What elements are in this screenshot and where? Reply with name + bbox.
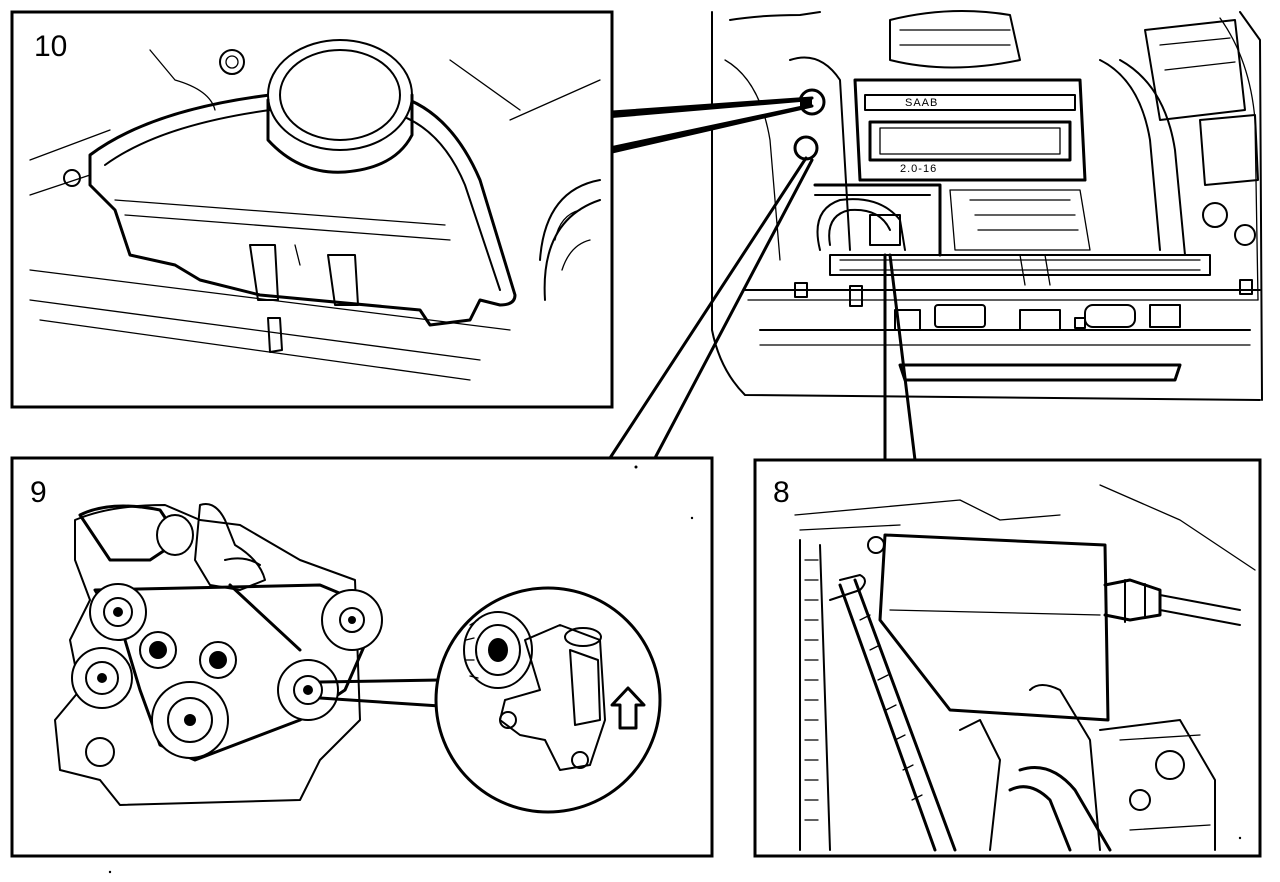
panel-10-expansion-tank: 10 <box>10 10 614 409</box>
engine-bay-overview: SAAB 2.0-16 <box>711 10 1263 401</box>
panel-8-radiator-detail: 8 <box>753 458 1262 858</box>
alternator-pulley <box>89 583 147 641</box>
power-steering-pulley <box>71 647 133 709</box>
scan-specks <box>108 465 1242 874</box>
tank-cap-lower <box>793 135 819 161</box>
panel-10-number: 10 <box>34 30 67 63</box>
ac-compressor-pulley <box>277 659 339 721</box>
panel-9-belt-tensioner: 9 <box>10 456 714 858</box>
water-pump-pulley <box>321 589 383 651</box>
tensioner-detail-magnifier <box>434 586 662 814</box>
panel-9-number: 9 <box>30 476 47 509</box>
engine-marking: 2.0-16 <box>900 163 937 175</box>
brand-marking: SAAB <box>905 97 938 109</box>
idler-pulley <box>139 631 177 669</box>
tensioner-pulley <box>199 641 237 679</box>
callout-leaders <box>608 96 917 462</box>
panel-8-number: 8 <box>773 476 790 509</box>
crank-pulley <box>151 681 229 759</box>
valve-cover: SAAB 2.0-16 <box>853 78 1087 182</box>
